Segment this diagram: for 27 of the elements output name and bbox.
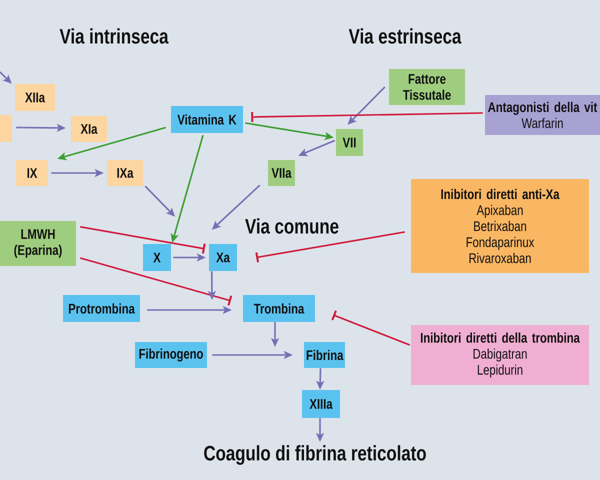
drug-box: Inibitori diretti della trombina Dabigatran Lepidurin <box>411 325 589 385</box>
factor-box: Fattore Tissutale <box>389 69 465 105</box>
drug-box: Antagonisti della vit Warfarin <box>485 95 600 135</box>
drug-box: LMWH (Eparina) <box>0 221 76 266</box>
factor-box: XIIIa <box>302 390 340 418</box>
factor-box: X <box>143 244 171 271</box>
section-heading: Via estrinseca <box>348 28 462 44</box>
section-heading: Via intrinseca <box>60 28 169 44</box>
drug-box: Inibitori diretti anti-Xa Apixaban Betrixaban Fondaparinux Rivaroxaban <box>411 179 589 273</box>
factor-box: XIa <box>71 116 107 142</box>
factor-box: Trombina <box>243 295 315 322</box>
factor-box: IX <box>16 160 48 186</box>
factor-box: Protrombina <box>63 295 140 322</box>
factor-box: VIIa <box>268 160 295 186</box>
factor-box: XIIa <box>15 84 55 111</box>
factor-box: IXa <box>107 160 143 186</box>
factor-box: Fibrinogeno <box>135 342 207 368</box>
factor-box <box>0 115 12 142</box>
inhibition-line <box>251 112 483 122</box>
factor-box: Vitamina K <box>171 106 243 133</box>
factor-box: Xa <box>209 244 237 271</box>
factor-box: VII <box>336 129 363 156</box>
inhibition-line <box>80 226 206 254</box>
section-heading: Via comune <box>245 218 338 234</box>
inhibition-line <box>255 231 405 262</box>
result-text: Coagulo di fibrina reticolato <box>204 445 426 465</box>
factor-box: Fibrina <box>304 342 345 368</box>
